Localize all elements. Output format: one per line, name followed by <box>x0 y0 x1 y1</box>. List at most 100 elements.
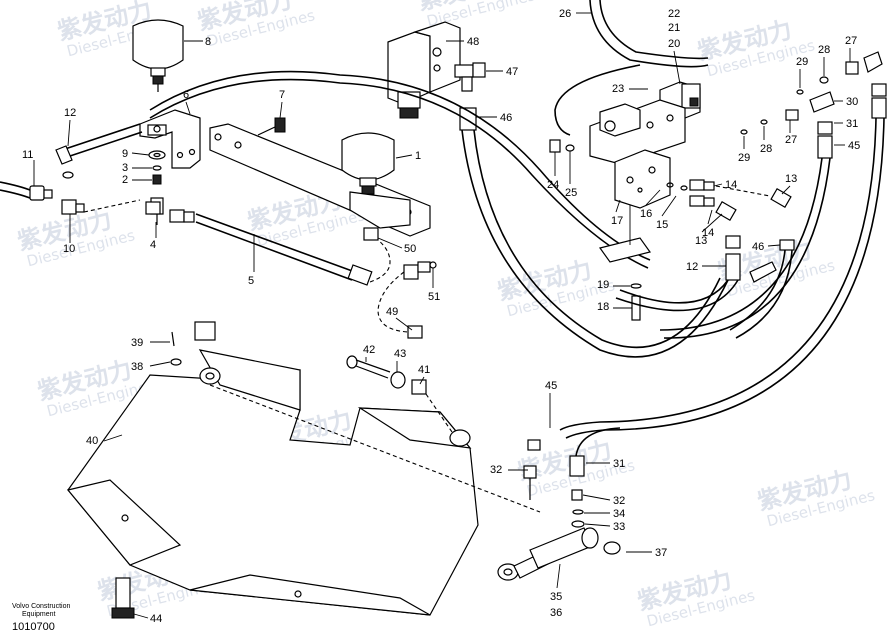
part-label-45: 45 <box>848 140 860 152</box>
hose-loop-outer <box>149 70 651 269</box>
leader-line-13 <box>781 185 791 195</box>
footer-brand-line1: Volvo Construction <box>12 603 70 610</box>
part-label-32: 32 <box>490 464 502 476</box>
leader-line-44 <box>133 613 149 619</box>
footer: Volvo Construction Equipment 1010700 <box>12 603 70 633</box>
bracket-6 <box>139 109 201 169</box>
part-label-1: 1 <box>415 150 421 162</box>
part-label-37: 37 <box>655 547 667 559</box>
valve-block-17 <box>614 149 671 209</box>
leader-line-20 <box>673 50 681 85</box>
part-label-13: 13 <box>785 173 797 185</box>
part-label-31: 31 <box>613 458 625 470</box>
leader-line-49 <box>395 317 413 331</box>
part-label-8: 8 <box>205 36 211 48</box>
part-label-5: 5 <box>248 275 254 287</box>
bracket-38-39 <box>170 321 221 385</box>
part-label-23: 23 <box>612 83 624 95</box>
leader-line-14 <box>707 209 713 225</box>
part-label-29: 29 <box>796 56 808 68</box>
part-label-26: 26 <box>559 8 571 20</box>
part-label-34: 34 <box>613 508 625 520</box>
leader-line-17 <box>615 199 621 213</box>
part-label-24: 24 <box>547 179 559 191</box>
hose-31-45-right <box>559 83 887 439</box>
leader-line-7 <box>279 101 283 119</box>
solenoid-valve-20 <box>589 81 701 165</box>
part-label-20: 20 <box>668 38 680 50</box>
part-label-32: 32 <box>613 495 625 507</box>
leader-line-15 <box>661 195 677 217</box>
part-label-31: 31 <box>846 118 858 130</box>
part-label-41: 41 <box>418 364 430 376</box>
part-label-45: 45 <box>545 380 557 392</box>
part-label-9: 9 <box>122 148 128 160</box>
fitting-10 <box>61 199 161 215</box>
part-label-7: 7 <box>279 89 285 101</box>
part-label-12: 12 <box>64 107 76 119</box>
part-label-14: 14 <box>702 227 714 239</box>
part-label-27: 27 <box>845 35 857 47</box>
leader-line-38 <box>149 361 171 367</box>
part-label-35: 35 <box>550 591 562 603</box>
hose-46-loop <box>461 129 729 358</box>
leader-line-13 <box>701 213 723 233</box>
pin-42 <box>346 355 471 447</box>
accumulator-8 <box>132 19 184 92</box>
part-label-14: 14 <box>725 179 737 191</box>
part-label-16: 16 <box>640 208 652 220</box>
part-label-39: 39 <box>131 337 143 349</box>
part-label-51: 51 <box>428 291 440 303</box>
part-label-10: 10 <box>63 243 75 255</box>
part-label-28: 28 <box>760 143 772 155</box>
part-label-48: 48 <box>467 36 479 48</box>
tee-fitting-47 <box>454 62 486 131</box>
leader-line-14 <box>713 183 723 187</box>
part-label-40: 40 <box>86 435 98 447</box>
part-label-44: 44 <box>150 613 162 625</box>
part-label-21: 21 <box>668 22 680 34</box>
part-label-46: 46 <box>752 241 764 253</box>
part-label-18: 18 <box>597 301 609 313</box>
part-label-33: 33 <box>613 521 625 533</box>
hose-12 <box>0 123 143 201</box>
leader-line-9 <box>131 152 150 156</box>
part-label-3: 3 <box>122 162 128 174</box>
leader-line-16 <box>645 189 661 206</box>
hose-5 <box>169 209 391 286</box>
leader-line-40 <box>103 434 123 442</box>
part-label-30: 30 <box>846 96 858 108</box>
part-label-36: 36 <box>550 607 562 619</box>
footer-brand-line2: Equipment <box>22 611 56 618</box>
part-label-17: 17 <box>611 215 623 227</box>
screw-7 <box>257 117 286 136</box>
part-label-2: 2 <box>122 174 128 186</box>
part-label-46: 46 <box>500 112 512 124</box>
part-label-11: 11 <box>22 149 33 161</box>
part-label-13: 13 <box>695 235 707 247</box>
leader-line-35 <box>556 563 561 589</box>
part-label-25: 25 <box>565 187 577 199</box>
leader-lines <box>33 12 851 619</box>
solenoid-48 <box>387 21 461 119</box>
hose-26 <box>554 0 709 136</box>
part-label-47: 47 <box>506 66 518 78</box>
part-label-12: 12 <box>686 261 698 273</box>
cylinder-35 <box>497 427 621 581</box>
hose-12-right <box>615 235 795 339</box>
part-label-27: 27 <box>785 134 797 146</box>
part-label-19: 19 <box>597 279 609 291</box>
tee-fitting-50 <box>377 261 437 339</box>
accumulator-1 <box>341 132 411 229</box>
leader-line-12 <box>67 119 71 147</box>
screw-44 <box>111 577 135 619</box>
fittings-13-16 <box>666 179 792 222</box>
part-label-38: 38 <box>131 361 143 373</box>
